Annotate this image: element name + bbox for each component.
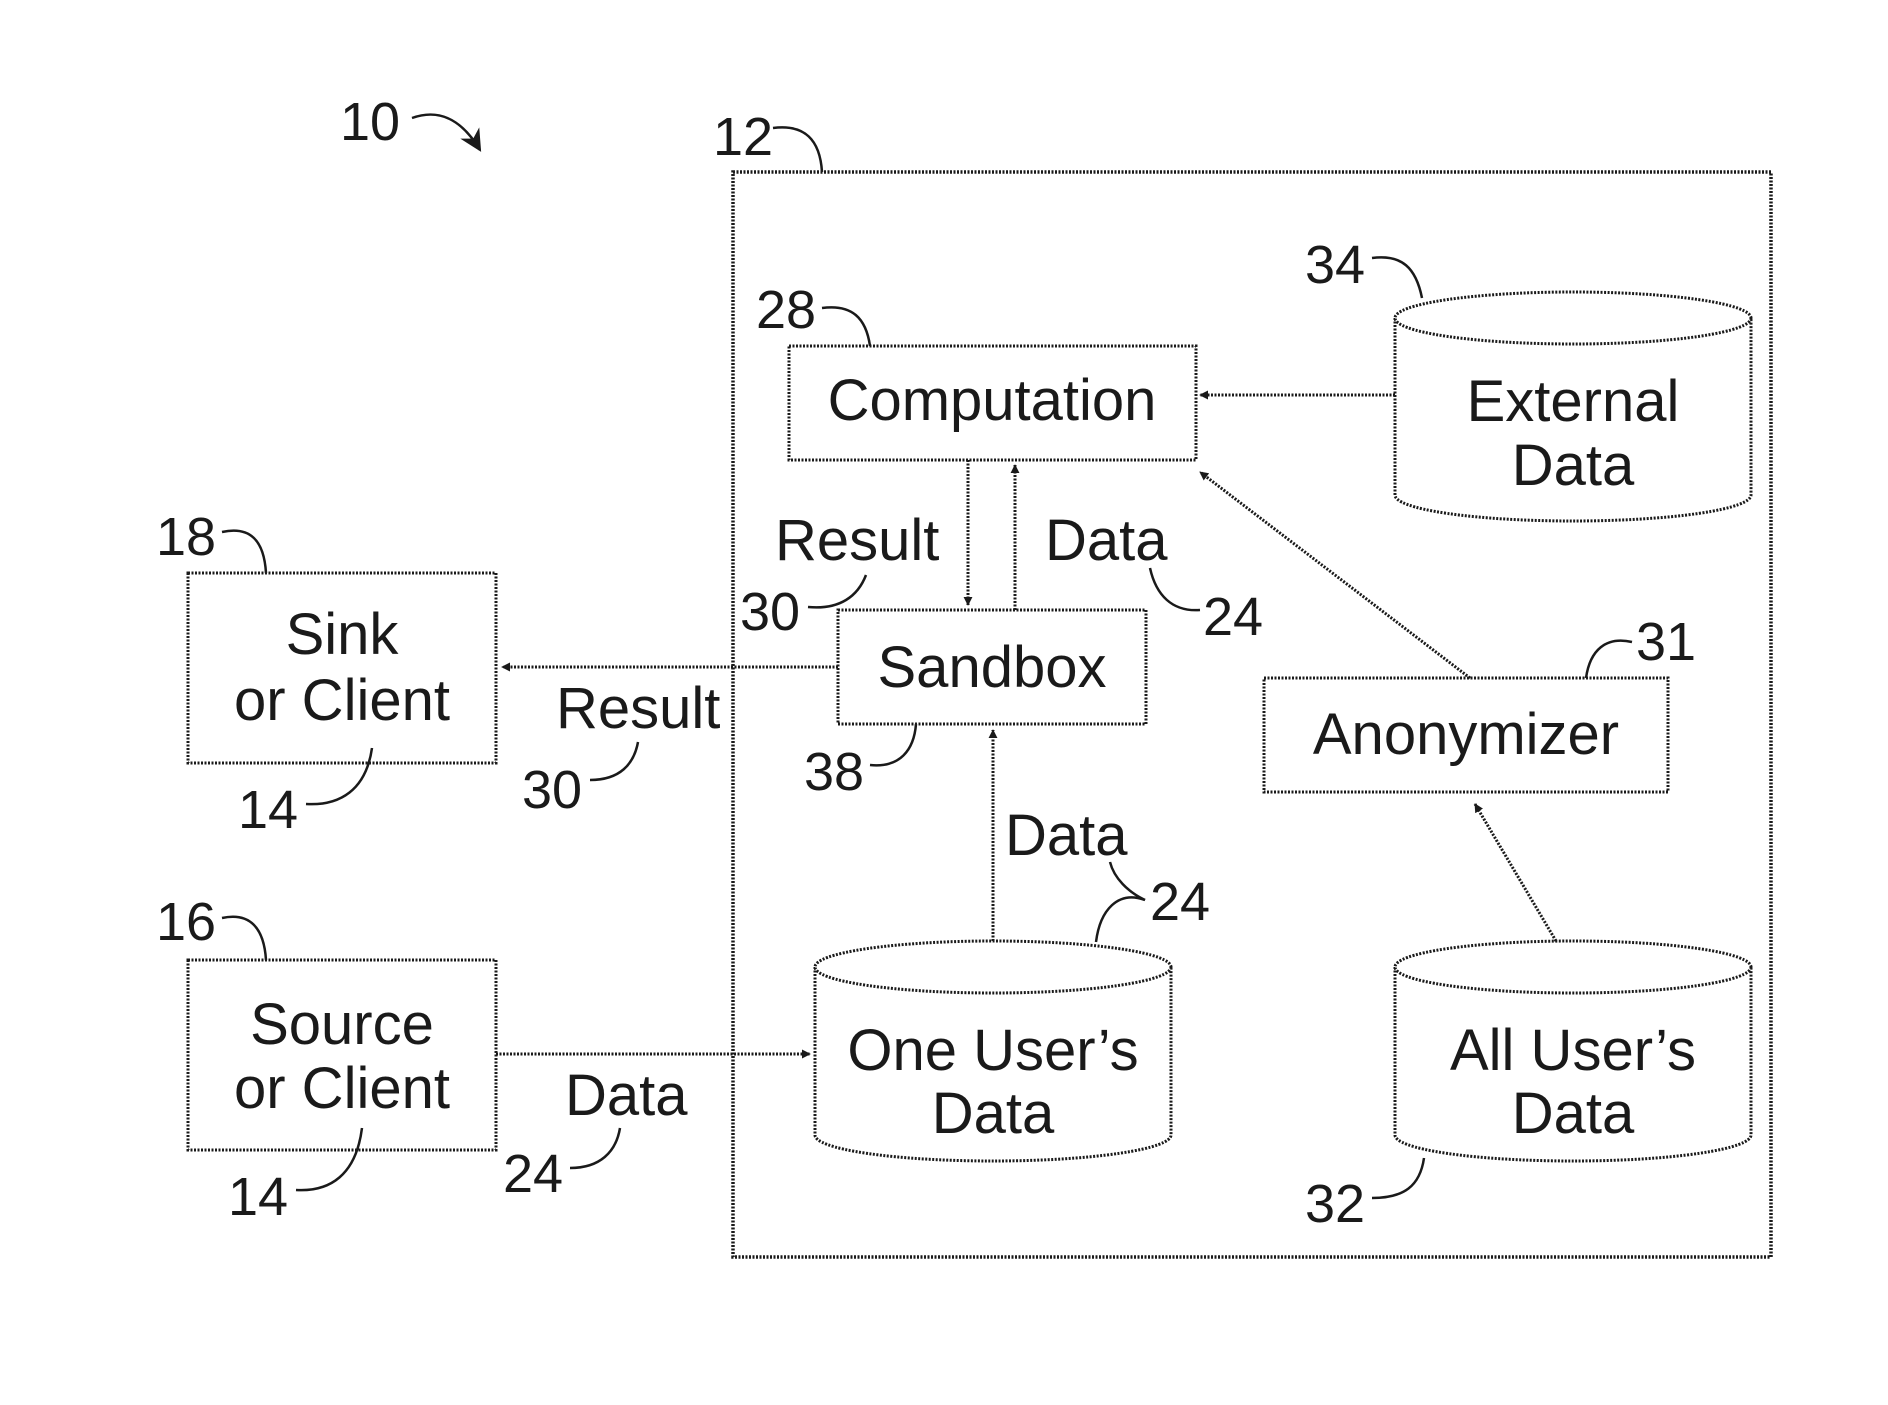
all-users-data-label-line1: All User’s [1450,1018,1696,1083]
all-users-data-ref-leader [1372,1158,1424,1198]
system-ref: 12 [713,107,773,167]
external-data-ref-leader [1372,257,1422,298]
data-up-label: Data [1045,508,1168,573]
result-down-ref: 30 [740,582,800,642]
all-users-data-ref: 32 [1305,1174,1365,1234]
figure-ref: 10 [340,92,400,152]
computation-label: Computation [828,368,1157,433]
result-out-ref: 30 [522,760,582,820]
source-client-label-line1: Source [250,992,434,1057]
result-out-ref-leader [590,742,638,780]
external-data-label-line2: Data [1512,433,1635,498]
sandbox-ref: 38 [804,742,864,802]
one-users-data-label-line2: Data [932,1081,1055,1146]
data-up-ref: 24 [1203,587,1263,647]
figure-ref-arrow [412,115,480,150]
external-data-ref: 34 [1305,235,1365,295]
result-down-label: Result [775,508,939,573]
source-ref: 16 [156,892,216,952]
all-users-data-label-line2: Data [1512,1081,1635,1146]
sink-client-label-line1: Sink [286,602,400,667]
sink-ref: 18 [156,507,216,567]
edge-allusers-to-anonymizer [1475,804,1556,941]
sandbox-label: Sandbox [878,635,1107,700]
source-client-ref: 14 [228,1167,288,1227]
computation-ref: 28 [756,280,816,340]
data-in-ref-leader [570,1128,620,1168]
data-in-label: Data [565,1063,688,1128]
source-ref-leader [222,917,266,960]
external-data-label-line1: External [1467,369,1680,434]
one-users-data-label-line1: One User’s [847,1018,1138,1083]
one-users-data-ref-leader [1096,897,1145,942]
source-client-label-line2: or Client [234,1056,450,1121]
data-to-sandbox-label: Data [1005,803,1128,868]
data-in-ref: 24 [503,1144,563,1204]
system-ref-leader [773,127,822,172]
anonymizer-ref: 31 [1636,612,1696,672]
result-down-ref-leader [808,575,866,607]
sandbox-ref-leader [870,724,916,765]
one-users-data-ref: 24 [1150,872,1210,932]
anonymizer-ref-leader [1586,641,1632,678]
sink-client-ref: 14 [238,780,298,840]
computation-ref-leader [822,307,870,346]
result-out-label: Result [556,676,720,741]
anonymizer-label: Anonymizer [1313,702,1619,767]
sink-client-label-line2: or Client [234,668,450,733]
sink-ref-leader [222,531,266,573]
data-up-ref-leader [1150,568,1200,610]
